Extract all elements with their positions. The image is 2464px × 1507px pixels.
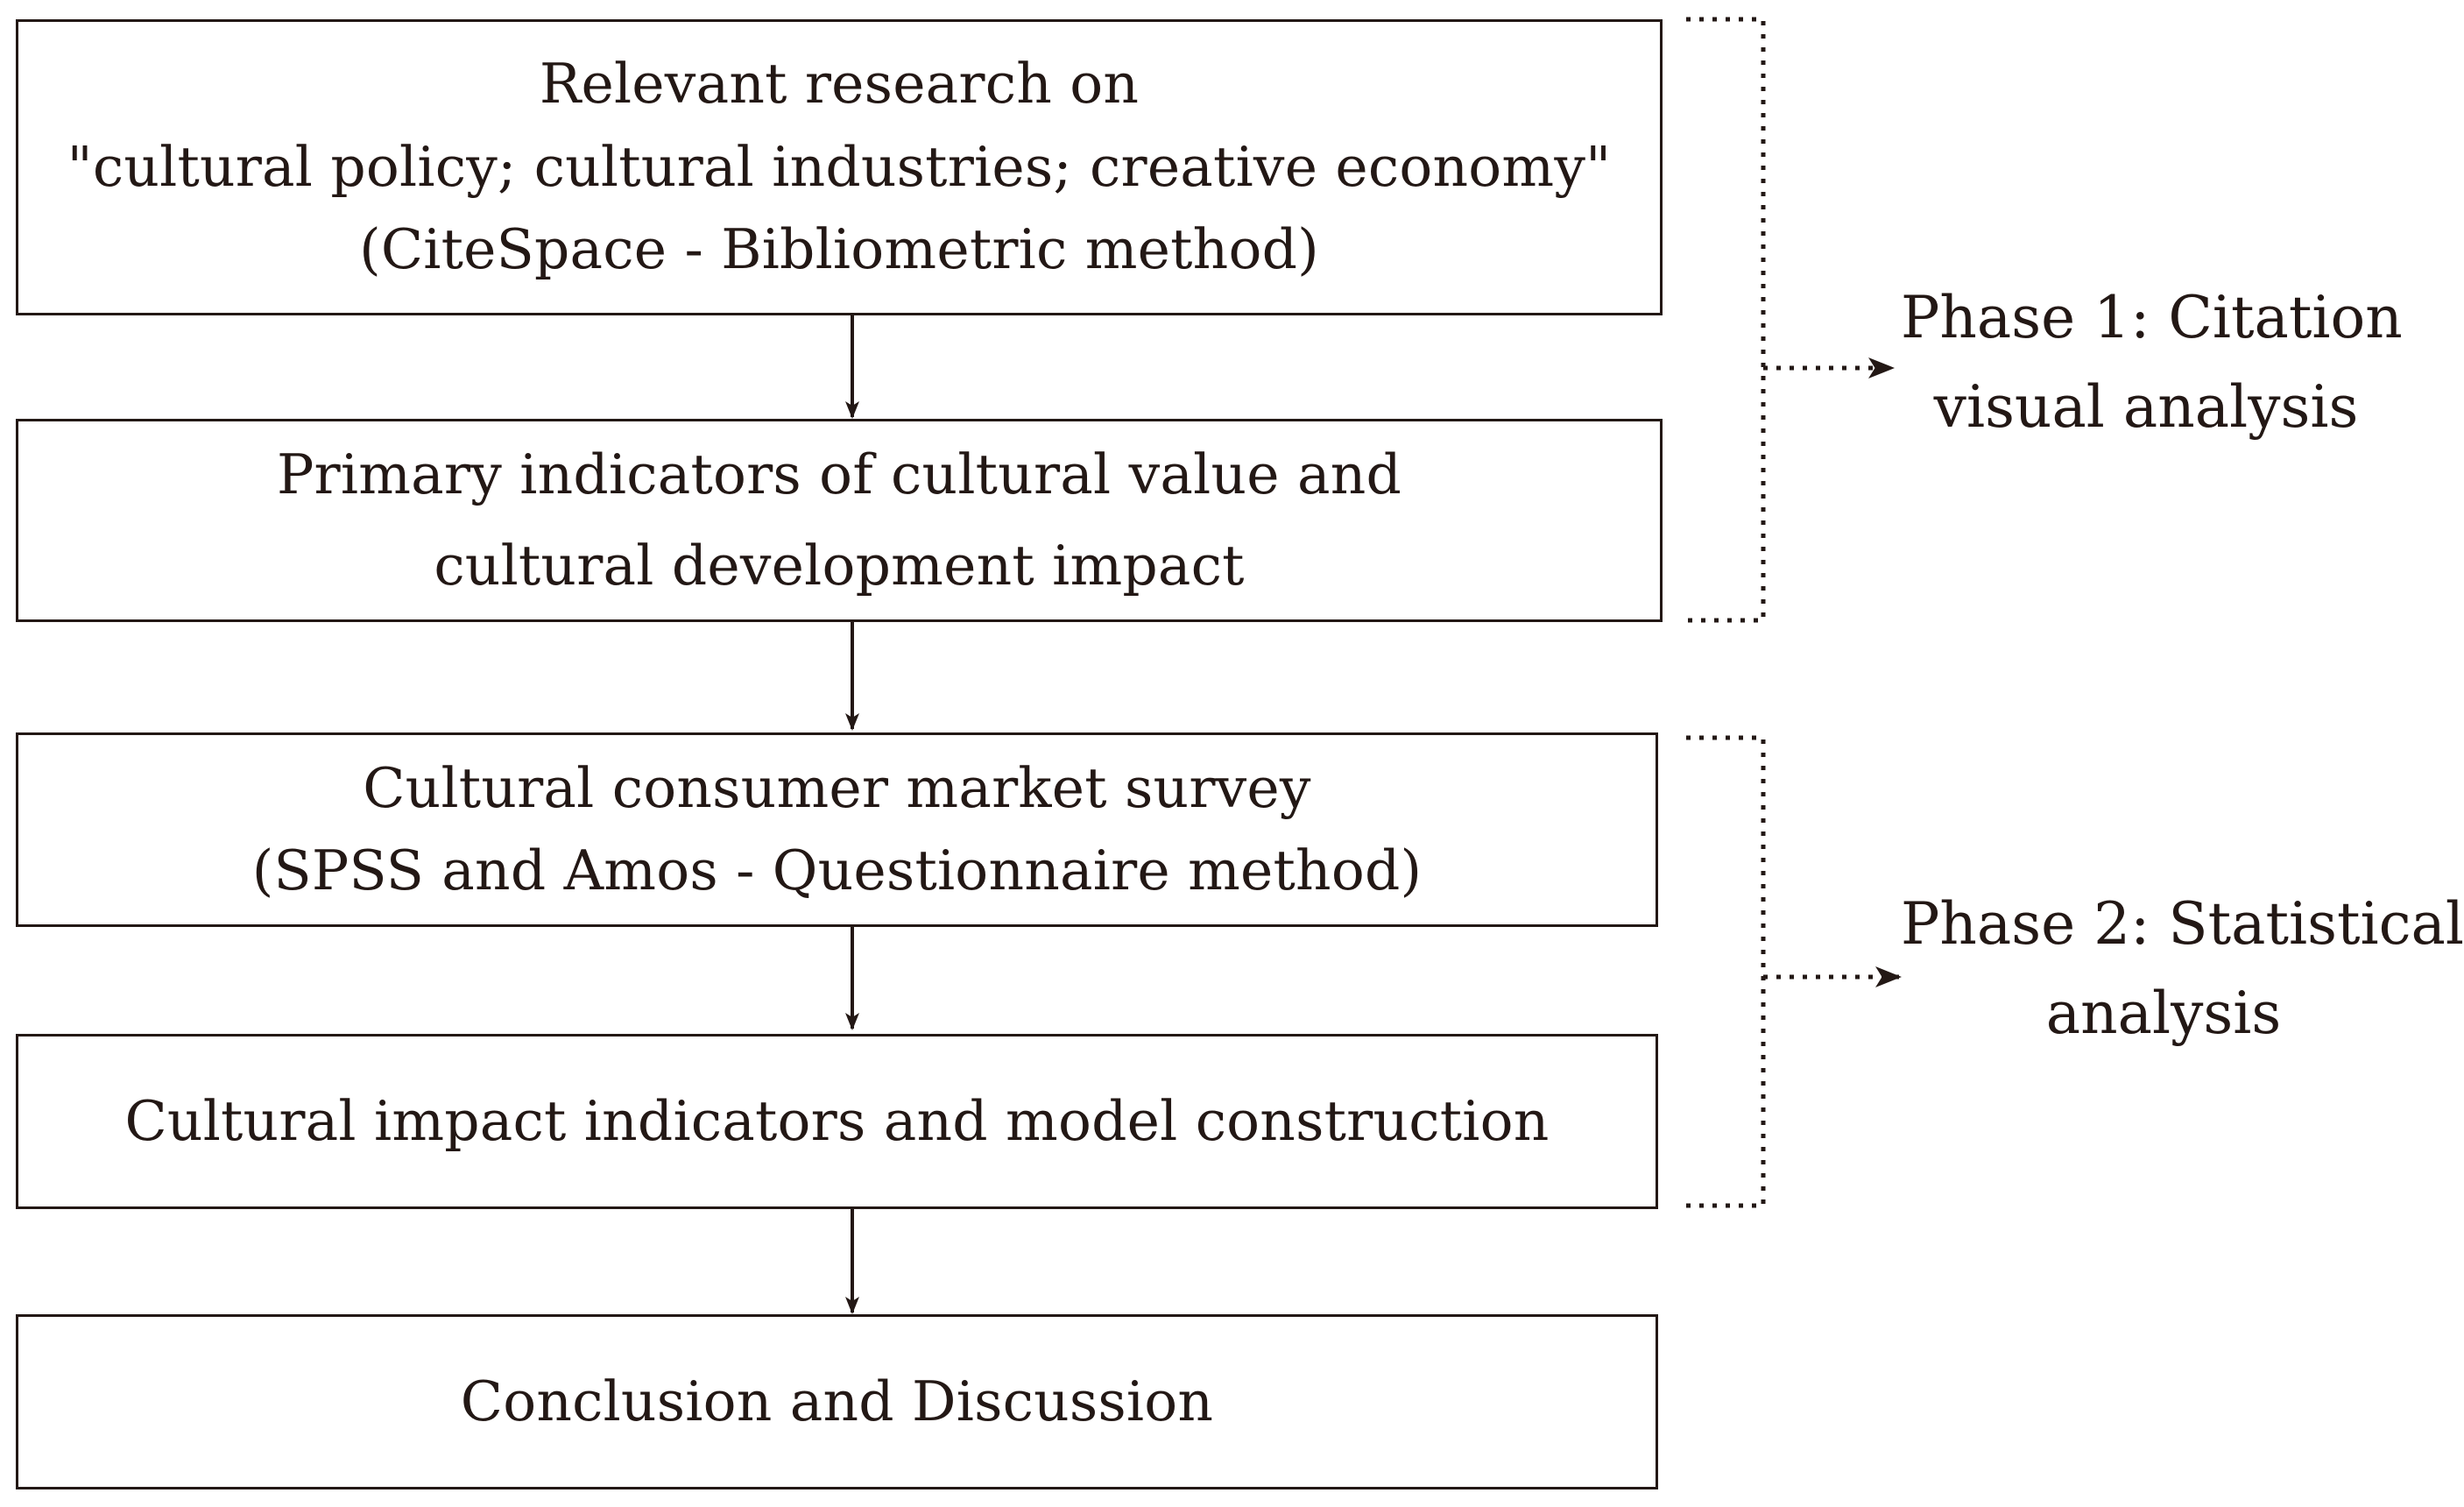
step-4-line-1: Cultural impact indicators and model con…	[124, 1088, 1550, 1153]
step-5-box: Conclusion and Discussion	[16, 1314, 1658, 1489]
step-1-box: Relevant research on "cultural policy; c…	[16, 19, 1663, 315]
step-5-line-1: Conclusion and Discussion	[460, 1369, 1214, 1433]
phase-2-label-line-1: Phase 2: Statistical	[1901, 890, 2464, 958]
step-3-line-2: (SPSS and Amos - Questionnaire method)	[251, 838, 1423, 902]
step-4-box: Cultural impact indicators and model con…	[16, 1034, 1658, 1209]
step-2-line-1: Primary indicators of cultural value and	[276, 442, 1402, 507]
step-2-box: Primary indicators of cultural value and…	[16, 419, 1663, 622]
phase-2-bracket	[1686, 735, 1766, 1208]
phase-1-bracket	[1686, 17, 1766, 623]
phase-2-label: Phase 2: Statistical analysis	[1901, 880, 2464, 1059]
phase-2-label-line-2: analysis	[2045, 980, 2282, 1048]
step-3-box: Cultural consumer market survey (SPSS an…	[16, 732, 1658, 927]
phase-1-label-line-2: visual analysis	[1933, 373, 2359, 442]
step-2-line-2: cultural development impact	[434, 534, 1245, 598]
step-3-line-1: Cultural consumer market survey	[363, 755, 1311, 820]
step-1-line-2: "cultural policy; cultural industries; c…	[67, 134, 1612, 199]
phase-1-label: Phase 1: Citation visual analysis	[1901, 273, 2403, 453]
step-1-line-3: (CiteSpace - Bibliometric method)	[359, 217, 1319, 282]
phase-1-label-line-1: Phase 1: Citation	[1901, 284, 2403, 351]
step-1-line-1: Relevant research on	[539, 52, 1140, 117]
